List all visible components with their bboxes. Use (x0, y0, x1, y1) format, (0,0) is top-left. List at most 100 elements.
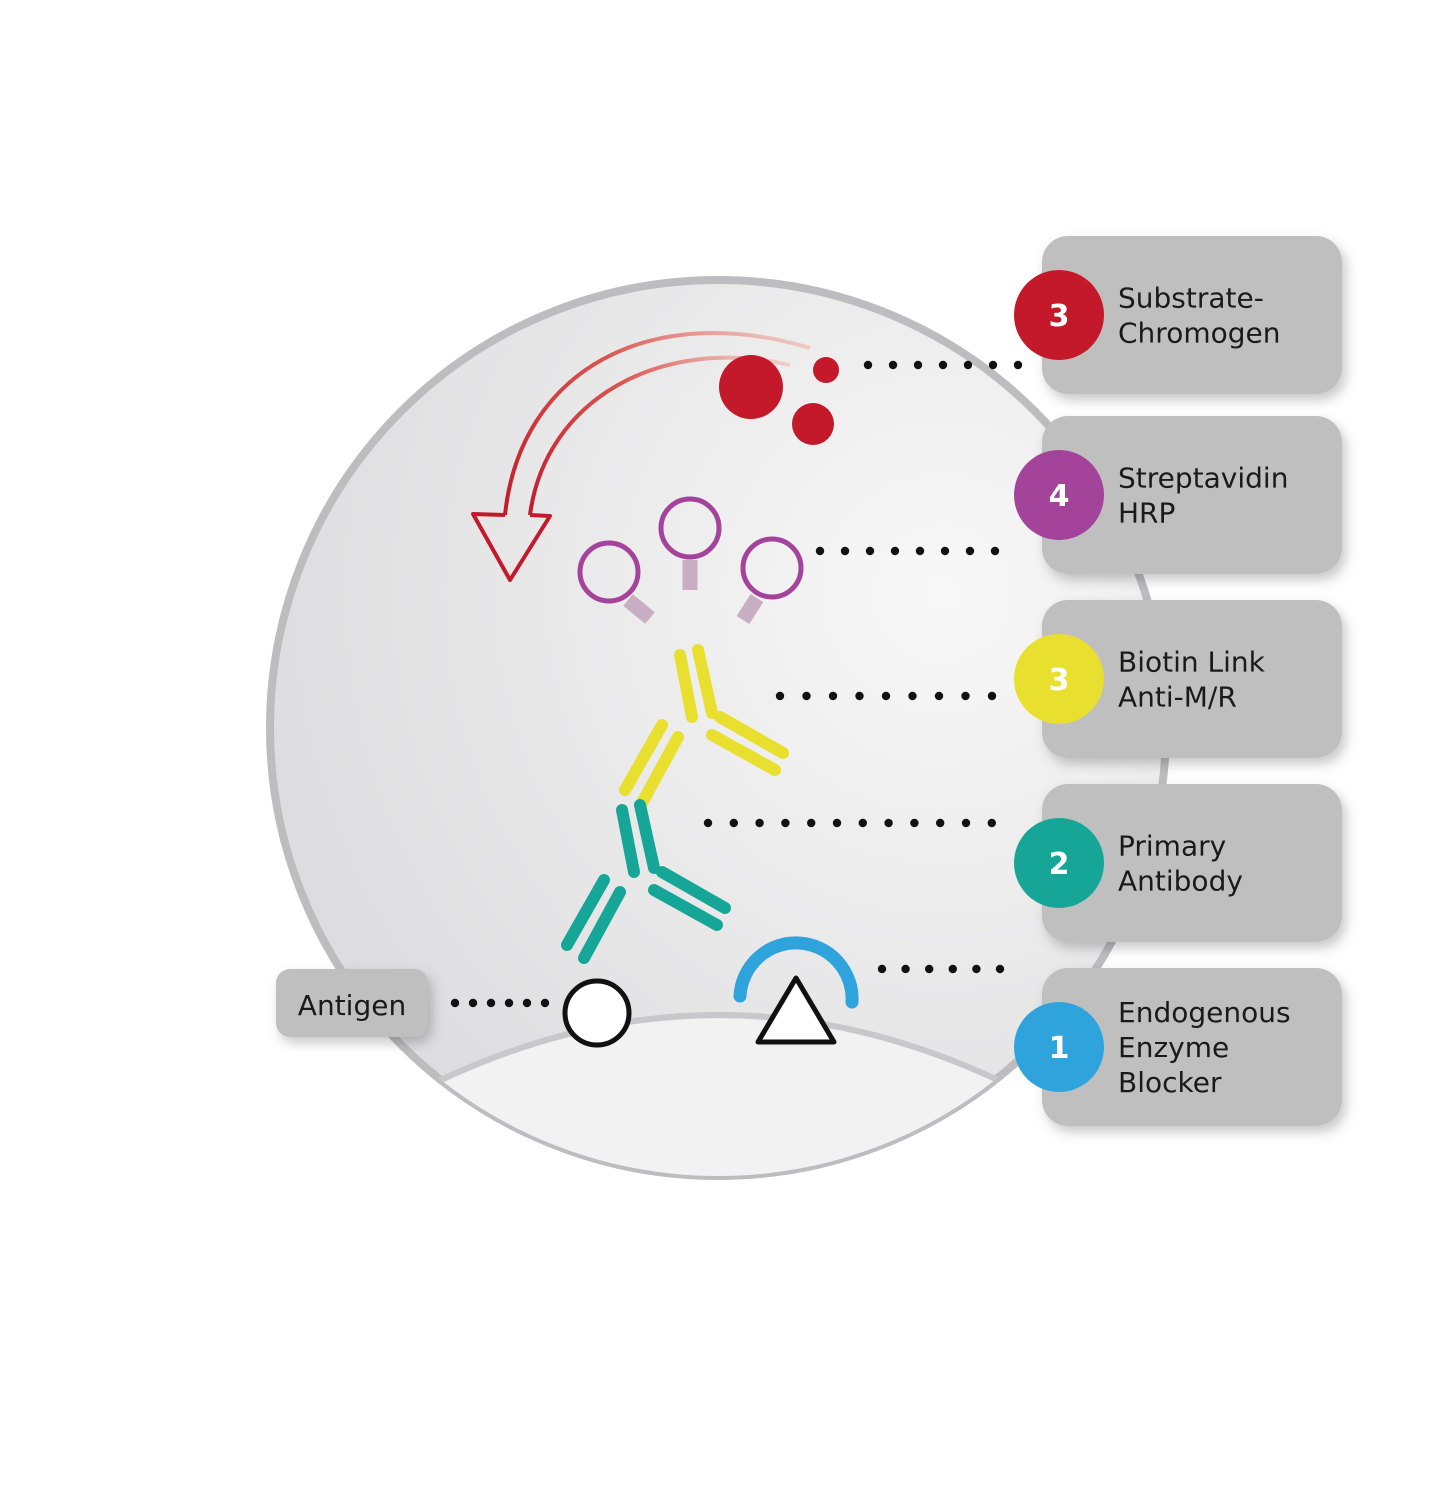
leader-dot (988, 360, 998, 370)
antibody-segment (656, 866, 731, 914)
leader-dot (936, 818, 945, 828)
leader-dot (858, 818, 867, 828)
substrate-dots-icon (719, 355, 839, 445)
leader-dot (486, 998, 496, 1008)
antibody-segment (706, 729, 781, 776)
blocker-arc-icon (733, 936, 859, 1009)
leader-dot (815, 546, 825, 556)
streptavidin-ring (577, 540, 641, 604)
leader-dot (828, 691, 838, 701)
label-line: Endogenous (1118, 996, 1291, 1029)
streptavidin-icon (577, 496, 804, 625)
leader-dot (775, 691, 785, 701)
antigen-label-text: Antigen (298, 989, 406, 1022)
leader-dot (504, 998, 514, 1008)
leader-dot (948, 964, 957, 974)
antibody-segment (616, 804, 640, 878)
leader-dot (884, 818, 893, 828)
substrate-dot (813, 357, 839, 383)
label-line: Primary (1118, 830, 1226, 863)
streptavidin-ring (658, 496, 722, 560)
biotin-antibody-icon (619, 644, 789, 809)
streptavidin-stem (623, 594, 655, 624)
step-badge-number: 3 (1049, 299, 1070, 334)
primary-antibody-icon (561, 799, 731, 964)
step-badge-number: 4 (1049, 479, 1070, 514)
leader-dot (807, 818, 816, 828)
substrate-dot (719, 355, 783, 419)
leader-dot (925, 964, 934, 974)
antibody-segment (648, 884, 723, 931)
step-badge (1014, 634, 1104, 724)
step-badge (1014, 1002, 1104, 1092)
step-badge-number: 2 (1049, 847, 1070, 882)
leader-dot (840, 546, 850, 556)
leader-dot (987, 691, 997, 701)
antigen-label: Antigen (276, 969, 428, 1037)
leader-dot (908, 691, 917, 701)
antibody-segment (561, 874, 610, 951)
leader-dot (832, 818, 842, 828)
label-line: Blocker (1118, 1066, 1222, 1099)
leader-dot (522, 998, 532, 1008)
leader-dot (915, 546, 925, 556)
leader-dot (450, 998, 460, 1008)
leader-dot (963, 360, 973, 370)
antibody-segment (636, 731, 684, 809)
label-card-1: 3 Substrate-Chromogen (1014, 236, 1342, 394)
label-line: Biotin Link (1118, 646, 1266, 679)
leader-dot (540, 998, 550, 1008)
step-badge (1014, 450, 1104, 540)
leader-dot (865, 546, 875, 556)
leader-dot (781, 818, 790, 828)
leader-dot (910, 818, 919, 828)
leader-dot (965, 546, 975, 556)
label-card-bg (1042, 416, 1342, 574)
leader-dot (755, 818, 764, 828)
leader-dot (934, 691, 944, 701)
leader-dot (987, 818, 996, 828)
label-card-bg (1042, 236, 1342, 394)
leader-dot (855, 691, 864, 701)
label-line: Streptavidin (1118, 462, 1288, 495)
label-line: Antibody (1118, 865, 1243, 898)
label-line: Enzyme (1118, 1031, 1229, 1064)
label-card-bg (1042, 968, 1342, 1126)
label-line: HRP (1118, 497, 1175, 530)
leader-dot (890, 546, 900, 556)
leader-dot (863, 360, 873, 370)
antibody-segment (674, 649, 698, 723)
triangle-icon (755, 975, 837, 1045)
leader-dot (881, 691, 891, 701)
leader-dot (802, 691, 811, 701)
streptavidin-stem (736, 593, 764, 625)
leader-lines (450, 360, 1023, 1008)
antibody-segment (578, 886, 626, 964)
step-badge (1014, 818, 1104, 908)
antibody-segment (714, 711, 789, 759)
leader-dot (938, 360, 948, 370)
leader-dot (888, 360, 898, 370)
streptavidin-ring (740, 536, 804, 600)
leader-dot (877, 964, 887, 974)
antibody-segment (619, 719, 668, 796)
label-line: Anti-M/R (1118, 681, 1237, 714)
leader-dot (468, 998, 478, 1008)
step-badge (1014, 270, 1104, 360)
leader-dot (1013, 360, 1023, 370)
leader-dot (703, 818, 713, 828)
label-card-bg (1042, 784, 1342, 942)
leader-dot (940, 546, 950, 556)
antibody-segment (692, 644, 718, 719)
substrate-dot (792, 403, 834, 445)
step-badge-number: 1 (1049, 1031, 1070, 1066)
leader-dot (901, 964, 910, 974)
leader-dot (913, 360, 923, 370)
label-line: Substrate- (1118, 282, 1264, 315)
label-line: Chromogen (1118, 317, 1280, 350)
leader-dot (995, 964, 1005, 974)
